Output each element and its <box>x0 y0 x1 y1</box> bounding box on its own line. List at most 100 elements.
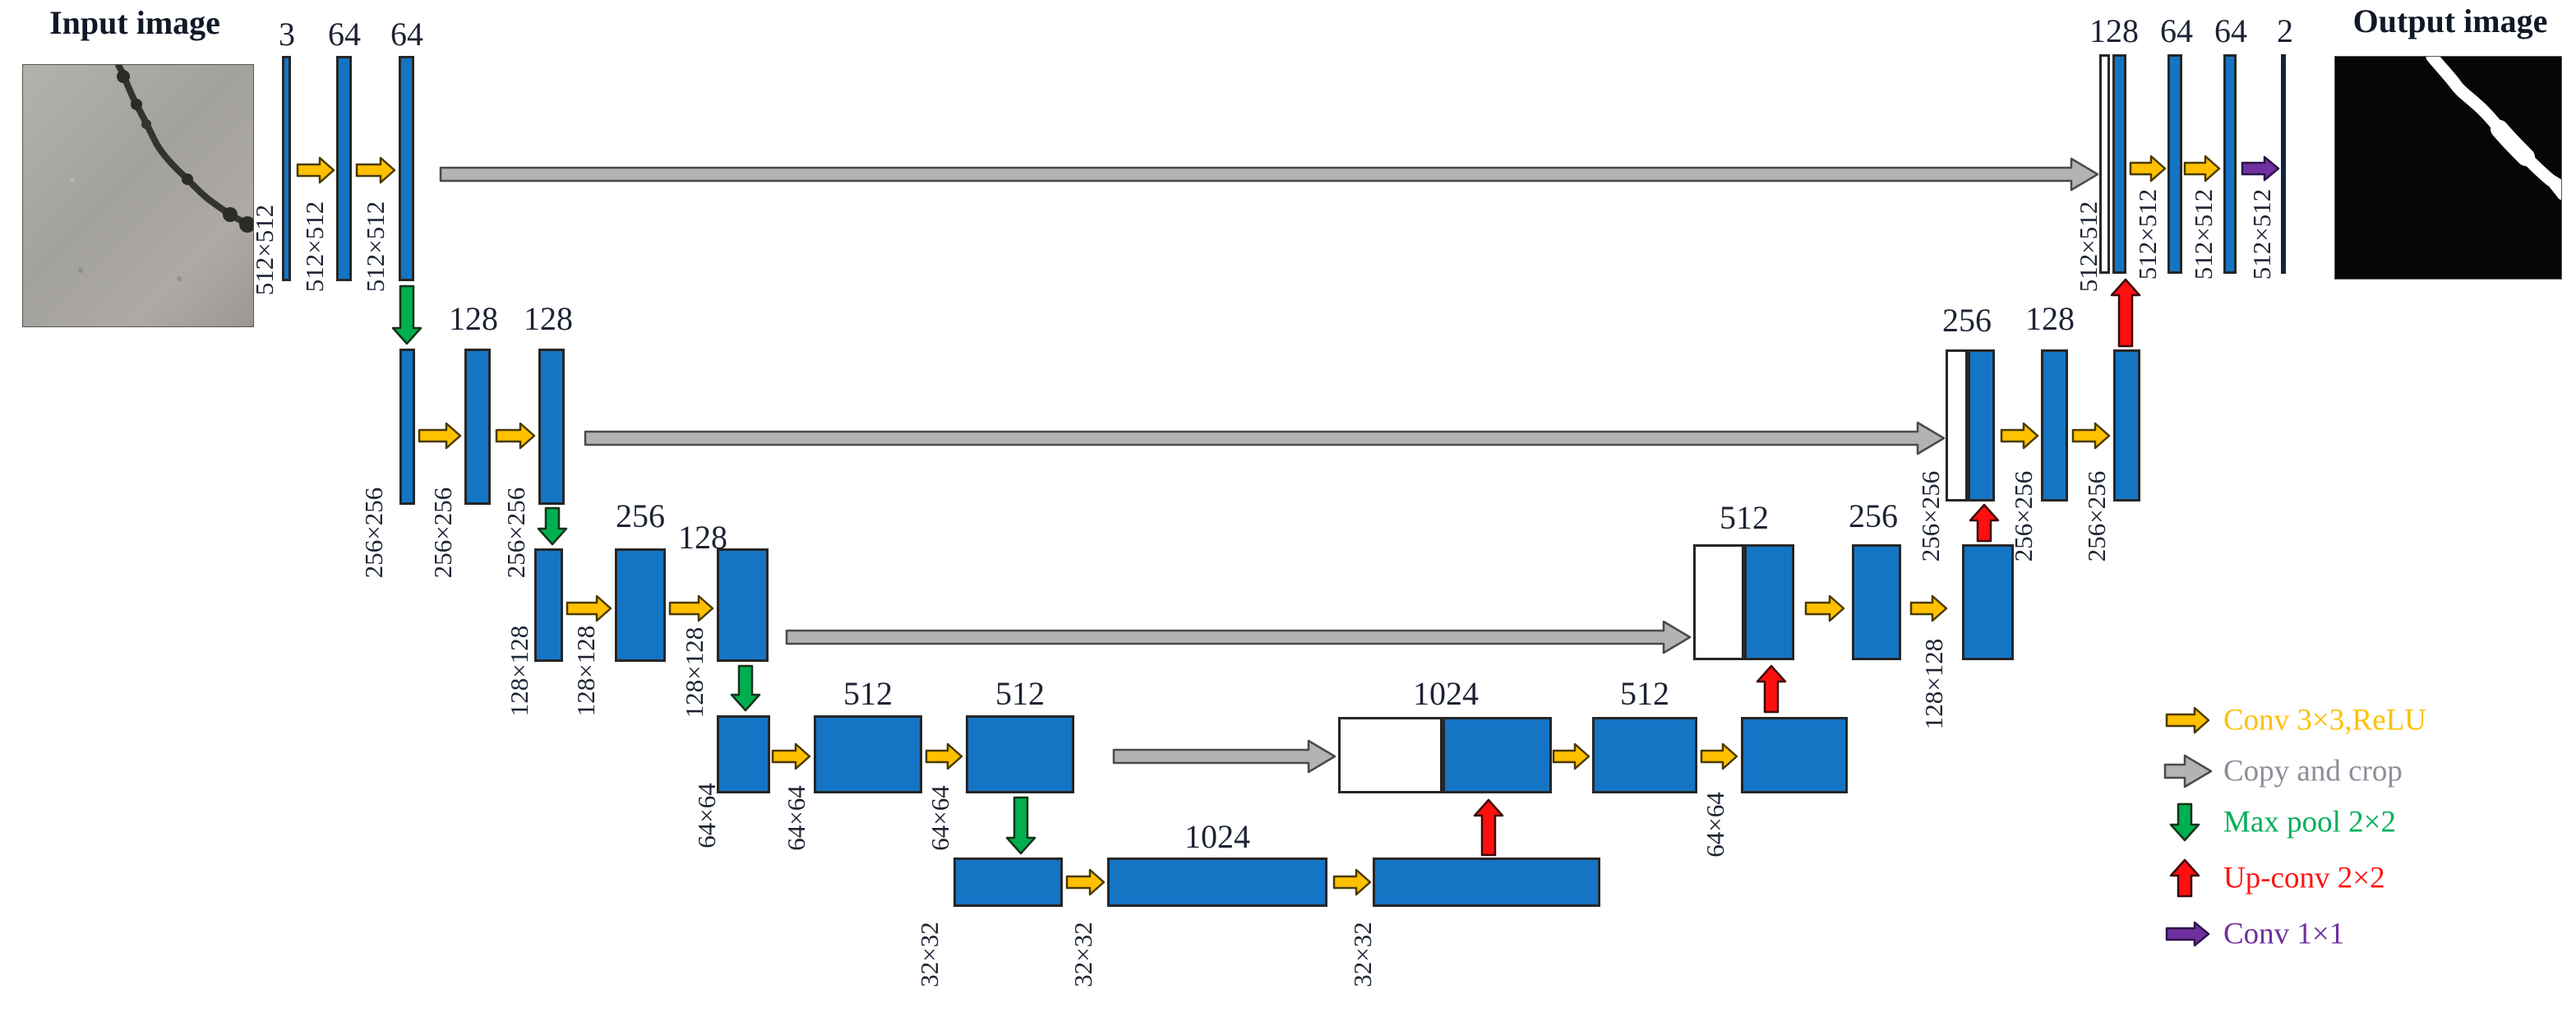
feature-size-label: 512×512 <box>2074 201 2103 293</box>
channel-count-label: 2 <box>2277 12 2293 49</box>
dec4-upconv-bar <box>1443 717 1552 793</box>
dec1-conv1-bar <box>2167 54 2182 274</box>
channel-count-label: 128 <box>2025 300 2075 337</box>
conv3x3-arrow-icon <box>2071 422 2111 450</box>
conv3x3-arrow-icon <box>1909 594 1948 622</box>
feature-size-label: 32×32 <box>1069 922 1097 987</box>
legend-conv3x3-arrow-icon <box>2165 706 2210 734</box>
feature-size-label: 128×128 <box>680 626 709 719</box>
conv1x1-arrow-icon <box>2241 155 2280 182</box>
enc4-conv3-bar <box>966 715 1074 793</box>
channel-count-label: 3 <box>279 16 295 53</box>
enc3-conv1-bar <box>534 548 563 662</box>
enc2-conv3-bar <box>538 349 565 505</box>
conv3x3-arrow-icon <box>296 156 335 184</box>
upconv-arrow-icon <box>2110 278 2141 348</box>
channel-count-label: 512 <box>1620 675 1669 712</box>
feature-size-label: 256×256 <box>428 487 457 579</box>
input-image <box>22 64 254 327</box>
dec1-upconv-bar <box>2112 54 2126 274</box>
channel-count-label: 128 <box>449 300 498 337</box>
upconv-arrow-icon <box>1969 503 2000 543</box>
channel-count-label: 512 <box>1720 499 1769 536</box>
output-crack-graphic <box>2426 57 2561 200</box>
copy-crop-arrow-icon <box>439 157 2099 192</box>
feature-size-label: 256×256 <box>2009 470 2038 562</box>
input-image-title: Input image <box>49 4 220 41</box>
channel-count-label: 1024 <box>1184 818 1250 855</box>
feature-size-label: 512×512 <box>361 201 390 293</box>
enc1-conv1-bar <box>282 56 291 281</box>
conv3x3-arrow-icon <box>925 742 963 770</box>
dec2-conv1-bar <box>2041 349 2068 502</box>
conv3x3-arrow-icon <box>418 422 462 450</box>
channel-count-label: 256 <box>616 497 665 534</box>
enc4-conv1-bar <box>717 715 770 793</box>
channel-count-label: 512 <box>995 675 1045 712</box>
feature-size-label: 32×32 <box>915 922 944 987</box>
feature-size-label: 256×256 <box>359 487 388 579</box>
enc4-conv2-bar <box>814 715 922 793</box>
feature-size-label: 128×128 <box>571 625 600 717</box>
dec4-conv2-bar <box>1741 717 1848 793</box>
channel-count-label: 256 <box>1942 302 1992 339</box>
enc1-conv3-bar <box>399 56 414 281</box>
conv3x3-arrow-icon <box>1804 594 1845 622</box>
dec3-copy-bar <box>1693 544 1744 660</box>
dec2-upconv-bar <box>1968 349 1995 502</box>
legend-label-copy-crop: Copy and crop <box>2223 754 2403 788</box>
conv3x3-arrow-icon <box>2000 422 2039 450</box>
copy-crop-arrow-icon <box>1112 739 1336 774</box>
dec4-conv1-bar <box>1592 717 1697 793</box>
dec4-copy-bar <box>1338 717 1443 793</box>
legend-label-conv3x3: Conv 3×3,ReLU <box>2223 703 2426 737</box>
enc3-conv3-bar <box>717 548 769 662</box>
feature-size-label: 64×64 <box>926 785 954 851</box>
enc1-conv2-bar <box>336 56 352 281</box>
dec2-copy-bar <box>1946 349 1968 502</box>
legend-label-conv1x1: Conv 1×1 <box>2223 917 2345 951</box>
channel-count-label: 1024 <box>1413 675 1479 712</box>
legend-maxpool-arrow-icon <box>2169 802 2200 842</box>
conv3x3-arrow-icon <box>668 594 714 622</box>
feature-size-label: 512×512 <box>300 201 329 293</box>
maxpool-arrow-icon <box>730 664 761 712</box>
feature-size-label: 128×128 <box>505 625 533 717</box>
feature-size-label: 64×64 <box>692 783 721 848</box>
upconv-arrow-icon <box>1756 664 1787 714</box>
conv3x3-arrow-icon <box>1332 868 1372 896</box>
enc2-conv2-bar <box>464 349 491 505</box>
bottleneck-conv2-bar <box>1107 858 1327 907</box>
bottleneck-conv1-bar <box>953 858 1063 907</box>
conv3x3-arrow-icon <box>1700 742 1738 770</box>
enc2-conv1-bar <box>399 349 415 505</box>
legend-upconv-arrow-icon <box>2169 858 2200 898</box>
channel-count-label: 512 <box>843 675 893 712</box>
feature-size-label: 256×256 <box>1916 470 1945 562</box>
maxpool-arrow-icon <box>391 284 422 345</box>
output-image <box>2334 56 2562 280</box>
feature-size-label: 512×512 <box>2247 188 2276 280</box>
bottleneck-conv3-bar <box>1373 858 1600 907</box>
feature-size-label: 512×512 <box>250 204 279 296</box>
feature-size-label: 512×512 <box>2133 188 2162 280</box>
dec3-upconv-bar <box>1744 544 1794 660</box>
dec1-output-bar <box>2281 54 2286 274</box>
conv3x3-arrow-icon <box>2129 155 2167 183</box>
channel-count-label: 256 <box>1849 497 1898 534</box>
input-crack-graphic <box>70 65 253 281</box>
conv3x3-arrow-icon <box>1552 742 1590 770</box>
channel-count-label: 64 <box>2214 12 2247 49</box>
dec3-conv2-bar <box>1962 544 2014 660</box>
conv3x3-arrow-icon <box>1065 868 1106 896</box>
conv3x3-arrow-icon <box>771 742 811 770</box>
output-image-title: Output image <box>2352 2 2548 39</box>
feature-size-label: 256×256 <box>2082 470 2111 562</box>
legend-label-maxpool: Max pool 2×2 <box>2223 805 2396 839</box>
feature-size-label: 256×256 <box>501 487 530 579</box>
maxpool-arrow-icon <box>1005 796 1036 855</box>
channel-count-label: 128 <box>524 300 573 337</box>
dec1-copy-bar <box>2099 54 2110 274</box>
